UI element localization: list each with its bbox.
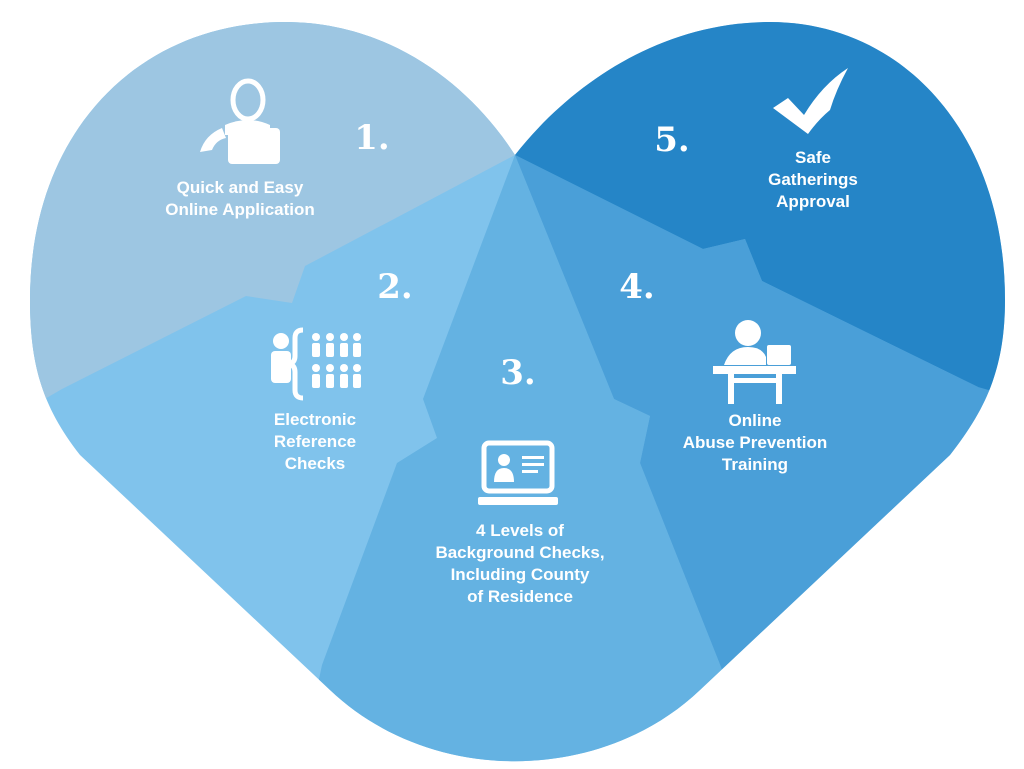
checkmark-icon — [773, 68, 848, 134]
id-laptop-icon — [478, 440, 558, 505]
reference-people-icon — [271, 327, 361, 401]
label-line: 4 Levels of — [476, 521, 564, 540]
label-line: of Residence — [467, 587, 573, 606]
label-line: Including County — [450, 565, 590, 584]
step-4-label: Online Abuse Prevention Training — [683, 410, 828, 476]
label-line: Gatherings — [768, 170, 858, 189]
person-desk-icon — [713, 320, 796, 404]
label-line: Online Application — [165, 200, 315, 219]
segment-step-3 — [300, 155, 760, 762]
step-5-number: 5. — [654, 120, 690, 160]
label-line: Background Checks, — [435, 543, 605, 562]
step-1-label: Quick and Easy Online Application — [165, 177, 315, 221]
label-line: Electronic — [273, 410, 357, 429]
step-3-label: 4 Levels of Background Checks, Including… — [435, 520, 604, 608]
label-line: Reference — [273, 432, 357, 451]
label-line: Abuse Prevention — [682, 433, 828, 452]
label-line: Checks — [284, 454, 346, 473]
label-line: Quick and Easy — [176, 178, 304, 197]
step-1-number: 1. — [354, 118, 390, 158]
label-line: Approval — [776, 192, 850, 211]
step-2-number: 2. — [377, 267, 413, 307]
step-3-number: 3. — [500, 353, 536, 393]
segment-step-5 — [515, 22, 1005, 400]
label-line: Online — [728, 411, 782, 430]
segment-step-1 — [30, 22, 515, 425]
step-2-label: Electronic Reference Checks — [274, 409, 356, 475]
person-laptop-icon — [200, 78, 280, 164]
label-line: Safe — [795, 148, 831, 167]
step-5-label: Safe Gatherings Approval — [768, 147, 858, 213]
step-4-number: 4. — [619, 267, 655, 307]
label-line: Training — [721, 455, 789, 474]
